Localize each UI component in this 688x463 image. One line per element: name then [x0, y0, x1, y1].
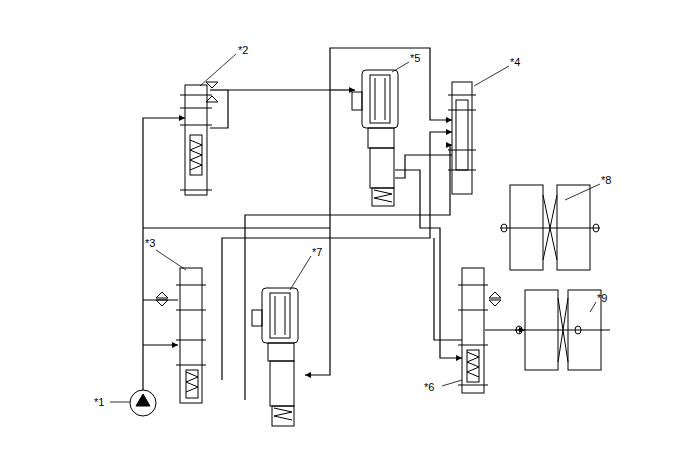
pulley — [500, 185, 600, 270]
callout-number: *9 — [597, 292, 607, 304]
callout-number: *6 — [424, 381, 434, 393]
solenoid-valve — [352, 70, 398, 206]
solenoid-valve — [252, 288, 298, 426]
pulley — [515, 290, 610, 370]
callout-number: *5 — [410, 52, 420, 64]
valve — [458, 268, 501, 393]
valve — [156, 268, 206, 403]
callout-number: *2 — [238, 44, 248, 56]
callout-number: *1 — [94, 396, 104, 408]
callout-number: *3 — [145, 237, 155, 249]
leader-lines — [110, 54, 600, 402]
valve — [180, 82, 218, 195]
callout-number: *8 — [601, 174, 611, 186]
valve — [448, 82, 476, 194]
callout-number: *7 — [312, 246, 322, 258]
oil-lines — [143, 48, 525, 400]
pump-symbol — [130, 390, 156, 416]
callout-number: *4 — [510, 56, 520, 68]
